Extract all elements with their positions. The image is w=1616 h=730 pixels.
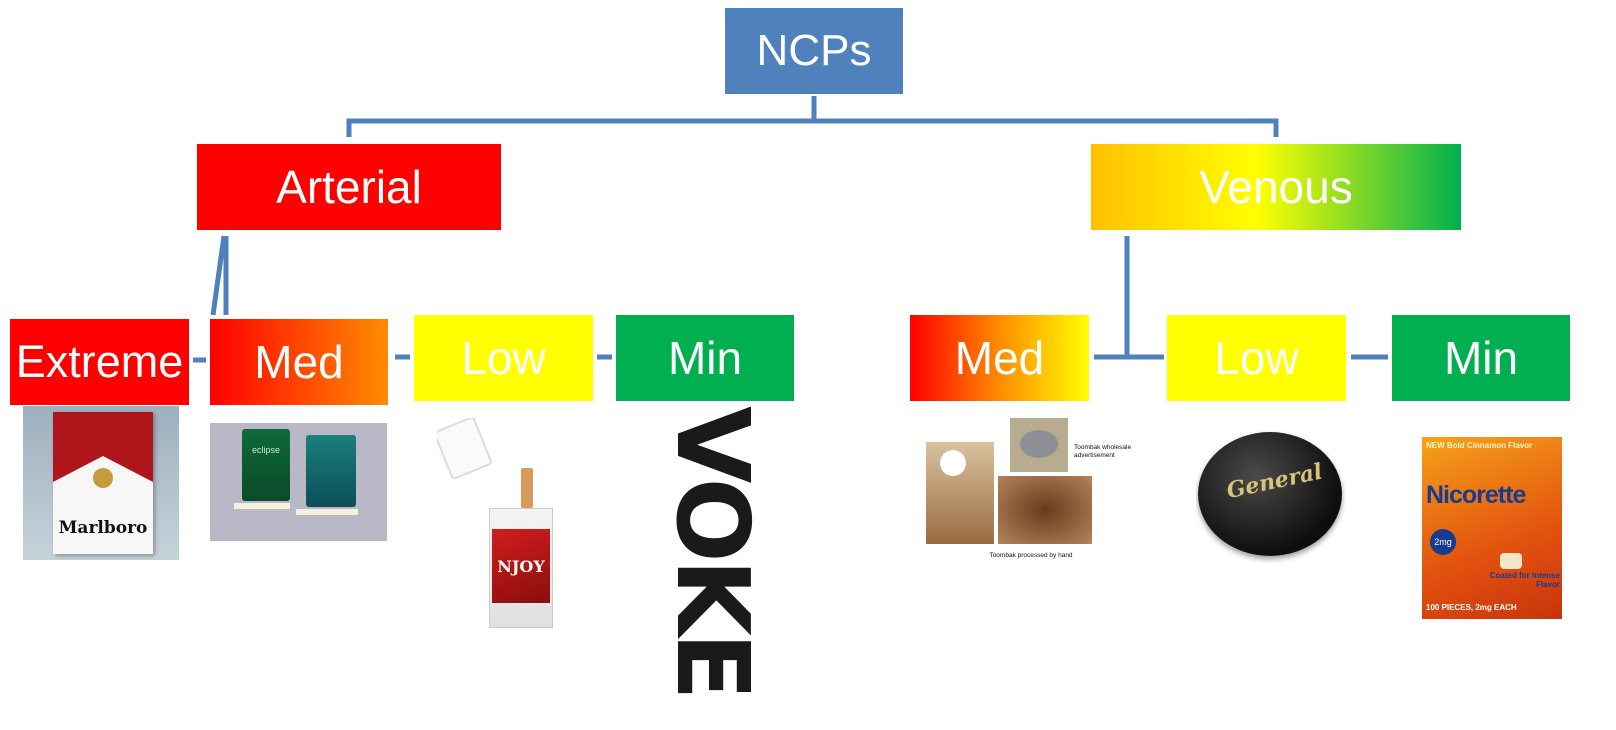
arterial-connector (210, 235, 229, 316)
venous-min-node: Min (1392, 315, 1570, 401)
njoy-ecig-image: NJOY (437, 418, 555, 636)
nicorette-new-text: NEW Bold Cinnamon Flavor (1426, 441, 1533, 450)
toombak-caption-hand: Toombak processed by hand (989, 552, 1073, 559)
venous-low-label: Low (1214, 332, 1299, 384)
nicorette-flavor-text: Coated for Intense Flavor (1489, 571, 1560, 589)
root-label: NCPs (756, 26, 872, 75)
arterial-med-label: Med (254, 336, 344, 388)
venous-node: Venous (1091, 144, 1461, 230)
root-node: NCPs (725, 8, 903, 94)
extreme-node: Extreme (10, 319, 189, 405)
nicorette-dose-text: 2mg (1434, 537, 1452, 547)
venous-connector (1094, 236, 1164, 360)
marlboro-pack-image: Marlboro (23, 406, 179, 560)
venous-min-label: Min (1443, 332, 1519, 384)
arterial-min-node: Min (616, 315, 794, 401)
venous-low-node: Low (1167, 315, 1346, 401)
voke-brand-text: VOKE (654, 406, 771, 697)
nicorette-bottom-text: 100 PIECES, 2mg EACH (1426, 603, 1517, 612)
general-snus-image: General (1196, 424, 1346, 564)
njoy-brand-text: NJOY (497, 557, 545, 576)
root-connector (346, 96, 1279, 137)
nicorette-dose: 2mg (1430, 529, 1456, 555)
arterial-label: Arterial (276, 161, 422, 213)
toombak-caption-advert: Toombak wholesale advertisement (1074, 444, 1132, 459)
venous-label: Venous (1199, 161, 1353, 213)
arterial-low-node: Low (414, 315, 593, 401)
eclipse-packs-image: eclipse (210, 423, 387, 541)
arterial-node: Arterial (197, 144, 501, 230)
marlboro-brand-text: Marlboro (58, 518, 148, 538)
nicorette-brand-text: Nicorette (1426, 481, 1526, 509)
arterial-min-label: Min (667, 332, 743, 384)
voke-logo: VOKE (654, 406, 771, 708)
arterial-med-node: Med (210, 319, 388, 405)
extreme-label: Extreme (15, 336, 184, 387)
toombak-images: Toombak wholesale advertisement Toombak … (926, 414, 1140, 564)
eclipse-brand-text: eclipse (251, 445, 280, 455)
venous-med-node: Med (910, 315, 1089, 401)
arterial-low-label: Low (461, 332, 546, 384)
venous-med-label: Med (954, 332, 1045, 384)
nicorette-box-image: NEW Bold Cinnamon Flavor Nicorette 2mg C… (1422, 437, 1562, 619)
